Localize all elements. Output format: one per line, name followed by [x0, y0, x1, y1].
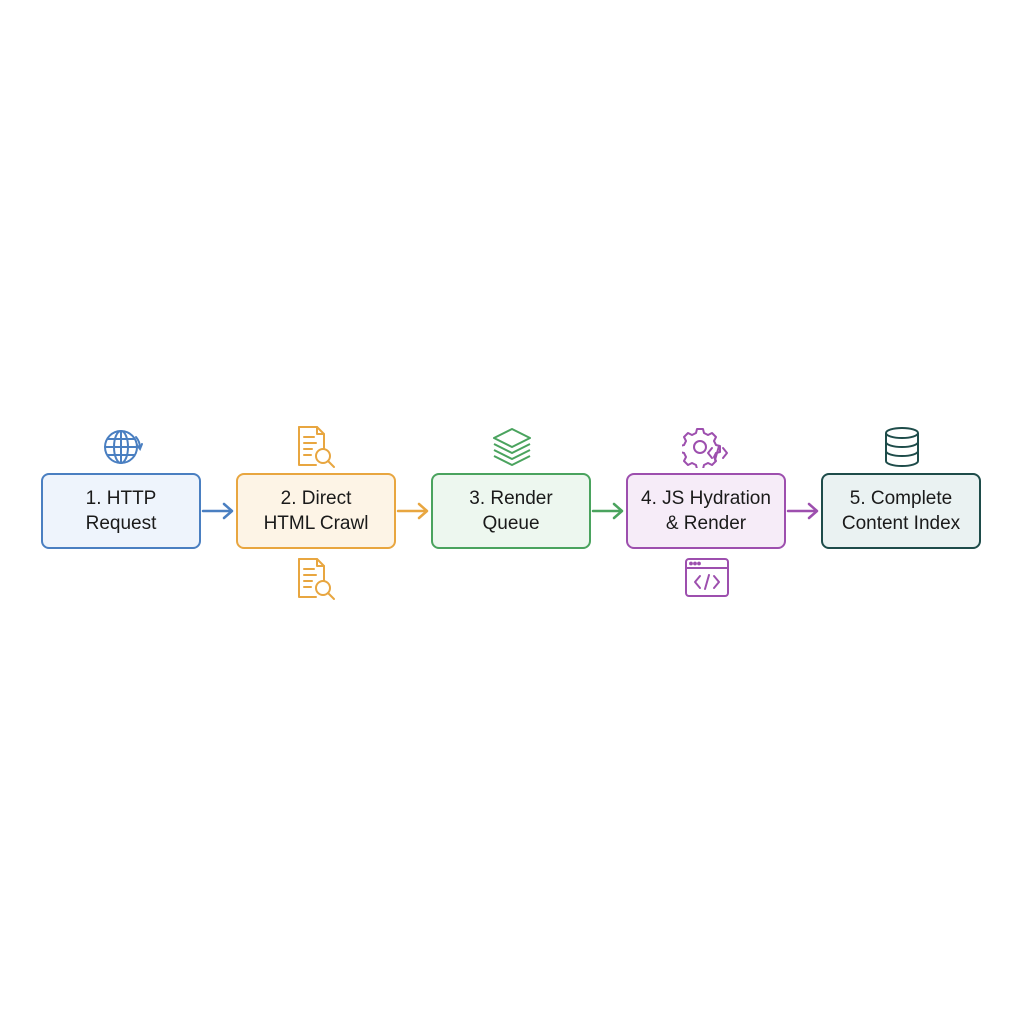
arrow-3-4 — [591, 502, 624, 520]
step-5-line-2: Content Index — [841, 513, 961, 534]
document-search-icon-lower — [298, 558, 335, 600]
arrow-4-5 — [786, 502, 819, 520]
step-5-line-1: 5. Complete — [849, 488, 953, 509]
gear-code-icon — [682, 428, 728, 468]
step-1-line-2: Request — [85, 513, 157, 534]
step-4-line-2: & Render — [665, 513, 747, 534]
step-4-line-1: 4. JS Hydration — [641, 488, 771, 509]
arrow-2-3 — [396, 502, 429, 520]
step-5-complete-content-index: 5. Complete Content Index — [821, 473, 981, 549]
globe-icon — [104, 430, 143, 464]
browser-code-icon — [685, 558, 729, 597]
layers-icon — [493, 428, 531, 466]
step-3-line-2: Queue — [482, 513, 540, 534]
document-search-icon — [298, 426, 335, 468]
step-1-http-request: 1. HTTP Request — [41, 473, 201, 549]
arrow-1-2 — [201, 502, 234, 520]
step-2-line-2: HTML Crawl — [263, 513, 369, 534]
step-3-render-queue: 3. Render Queue — [431, 473, 591, 549]
step-4-js-hydration-render: 4. JS Hydration & Render — [626, 473, 786, 549]
step-2-line-1: 2. Direct — [280, 488, 352, 509]
database-icon — [885, 427, 919, 467]
step-1-line-1: 1. HTTP — [85, 488, 157, 509]
step-2-direct-html-crawl: 2. Direct HTML Crawl — [236, 473, 396, 549]
step-3-line-1: 3. Render — [469, 488, 553, 509]
